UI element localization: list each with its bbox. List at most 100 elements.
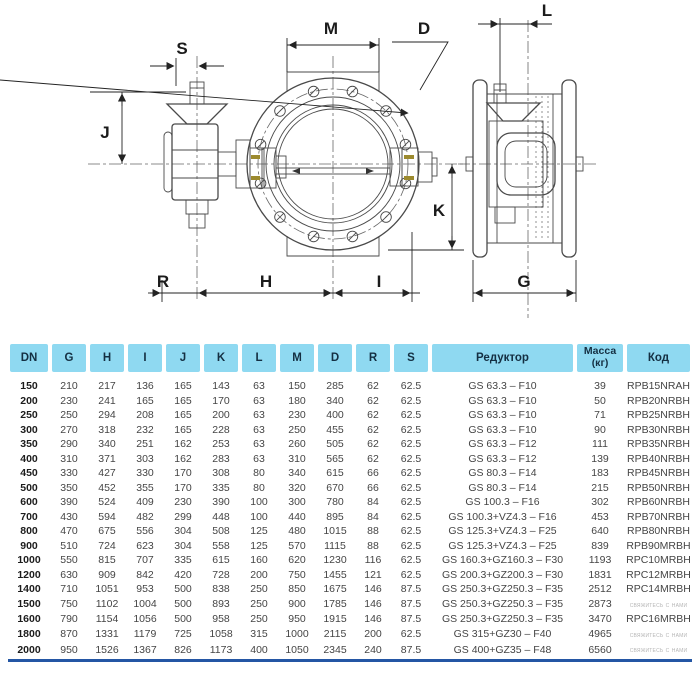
cell-dim: 136 <box>136 380 154 392</box>
cell-dim: 80 <box>253 481 265 494</box>
cell-dim: 170 <box>174 481 192 494</box>
cell-dim: 62.5 <box>400 409 422 421</box>
cell-dn: 1000 <box>17 554 41 566</box>
cell-dim: 1675 <box>323 583 347 595</box>
cell-dn: 900 <box>20 539 38 552</box>
column-header-g: G <box>50 344 88 379</box>
valve-technical-drawing: S J M D <box>0 1 596 318</box>
cell-mass: 139 <box>591 452 609 465</box>
cell-dim: 304 <box>174 525 192 537</box>
side-actuator <box>485 83 556 224</box>
cell-dim: 790 <box>60 613 78 625</box>
cell-dim: 1115 <box>324 539 346 552</box>
cell-reducer: GS 100.3+VZ4.3 – F16 <box>448 510 557 523</box>
column-header-reducer: Редуктор <box>430 344 575 379</box>
cell-dim: 62.5 <box>400 452 422 465</box>
cell-dim: 750 <box>288 568 306 581</box>
cell-dn: 450 <box>20 467 38 479</box>
cell-dim: 958 <box>212 613 230 625</box>
cell-dim: 2345 <box>323 643 347 656</box>
cell-mass: 90 <box>594 423 606 436</box>
cell-dim: 594 <box>98 510 116 523</box>
cell-dim: 200 <box>364 628 382 640</box>
cell-dim: 330 <box>136 467 154 479</box>
cell-reducer: GS 80.3 – F14 <box>468 481 537 494</box>
cell-dim: 240 <box>364 643 382 656</box>
cell-dim: 1050 <box>285 643 309 656</box>
cell-dim: 62.5 <box>400 394 422 407</box>
cell-dim: 390 <box>212 496 230 508</box>
cell-dim: 318 <box>98 423 116 436</box>
cell-code: RPC10MRBH <box>626 554 691 566</box>
cell-dim: 724 <box>98 539 116 552</box>
cell-dim: 62.5 <box>400 423 422 436</box>
header-row: DN G H I J K L M D R S Редуктор Масса <box>8 344 692 379</box>
cell-dn: 800 <box>20 525 38 537</box>
cell-dim: 87.5 <box>400 613 422 625</box>
cell-code: RPB80NRBH <box>626 525 691 537</box>
cell-dim: 815 <box>98 554 116 566</box>
cell-dn: 2000 <box>17 643 41 656</box>
cell-dim: 310 <box>60 452 78 465</box>
cell-mass: 640 <box>591 525 609 537</box>
cell-dim: 230 <box>174 496 192 508</box>
top-pad <box>286 71 380 92</box>
mass-header-line1: Масса <box>583 345 617 358</box>
cell-dim: 62.5 <box>400 481 422 494</box>
cell-dim: 230 <box>60 394 78 407</box>
cell-dim: 308 <box>212 467 230 479</box>
cell-dim: 440 <box>288 510 306 523</box>
cell-dim: 950 <box>288 613 306 625</box>
cell-dim: 335 <box>174 554 192 566</box>
cell-dim: 62 <box>367 452 379 465</box>
cell-dn: 300 <box>20 423 38 436</box>
cell-dim: 160 <box>250 554 268 566</box>
front-view: S J M D <box>0 19 465 302</box>
cell-dim: 570 <box>288 539 306 552</box>
cell-dim: 121 <box>364 568 382 581</box>
cell-dim: 510 <box>60 539 78 552</box>
cell-dim: 165 <box>174 394 192 407</box>
cell-dim: 1179 <box>133 628 157 640</box>
cell-dn: 350 <box>20 438 38 450</box>
dimension-table: DN G H I J K L M D R S Редуктор Масса <box>8 344 692 662</box>
column-header-m: M <box>278 344 316 379</box>
cell-dim: 524 <box>98 496 116 508</box>
cell-dim: 500 <box>174 613 192 625</box>
cell-dim: 480 <box>288 525 306 537</box>
cell-dim: 87.5 <box>400 643 422 656</box>
cell-mass: 111 <box>592 438 608 450</box>
contact-us-text: свяжитесь с нами <box>629 599 688 609</box>
cell-dim: 558 <box>212 539 230 552</box>
cell-dim: 146 <box>364 598 382 610</box>
cell-code: RPB30NRBH <box>626 423 691 436</box>
bottom-rule <box>8 658 692 662</box>
cell-dim: 241 <box>98 394 116 407</box>
cell-dim: 66 <box>367 467 379 479</box>
cell-dim: 350 <box>60 481 78 494</box>
cell-dn: 700 <box>20 510 38 523</box>
cell-code: RPB90MRBH <box>626 539 691 552</box>
column-header-l: L <box>240 344 278 379</box>
dimension-S: S <box>150 39 224 86</box>
cell-dim: 146 <box>364 583 382 595</box>
cell-mass: 302 <box>591 496 609 508</box>
dimension-J: J <box>90 91 186 164</box>
cell-dim: 900 <box>288 598 306 610</box>
left-shaft <box>217 139 265 189</box>
cell-dim: 62.5 <box>400 510 422 523</box>
cell-dim: 165 <box>174 423 192 436</box>
cell-dim: 452 <box>98 481 116 494</box>
cell-dim: 63 <box>253 438 265 450</box>
cell-dim: 250 <box>250 598 268 610</box>
cell-dim: 63 <box>253 380 265 392</box>
mass-header-line2: (кг) <box>591 357 609 369</box>
cell-dim: 335 <box>212 481 230 494</box>
cell-dim: 62.5 <box>400 539 422 552</box>
cell-code: RPB40NRBH <box>626 452 691 465</box>
cell-dim: 1058 <box>209 628 233 640</box>
